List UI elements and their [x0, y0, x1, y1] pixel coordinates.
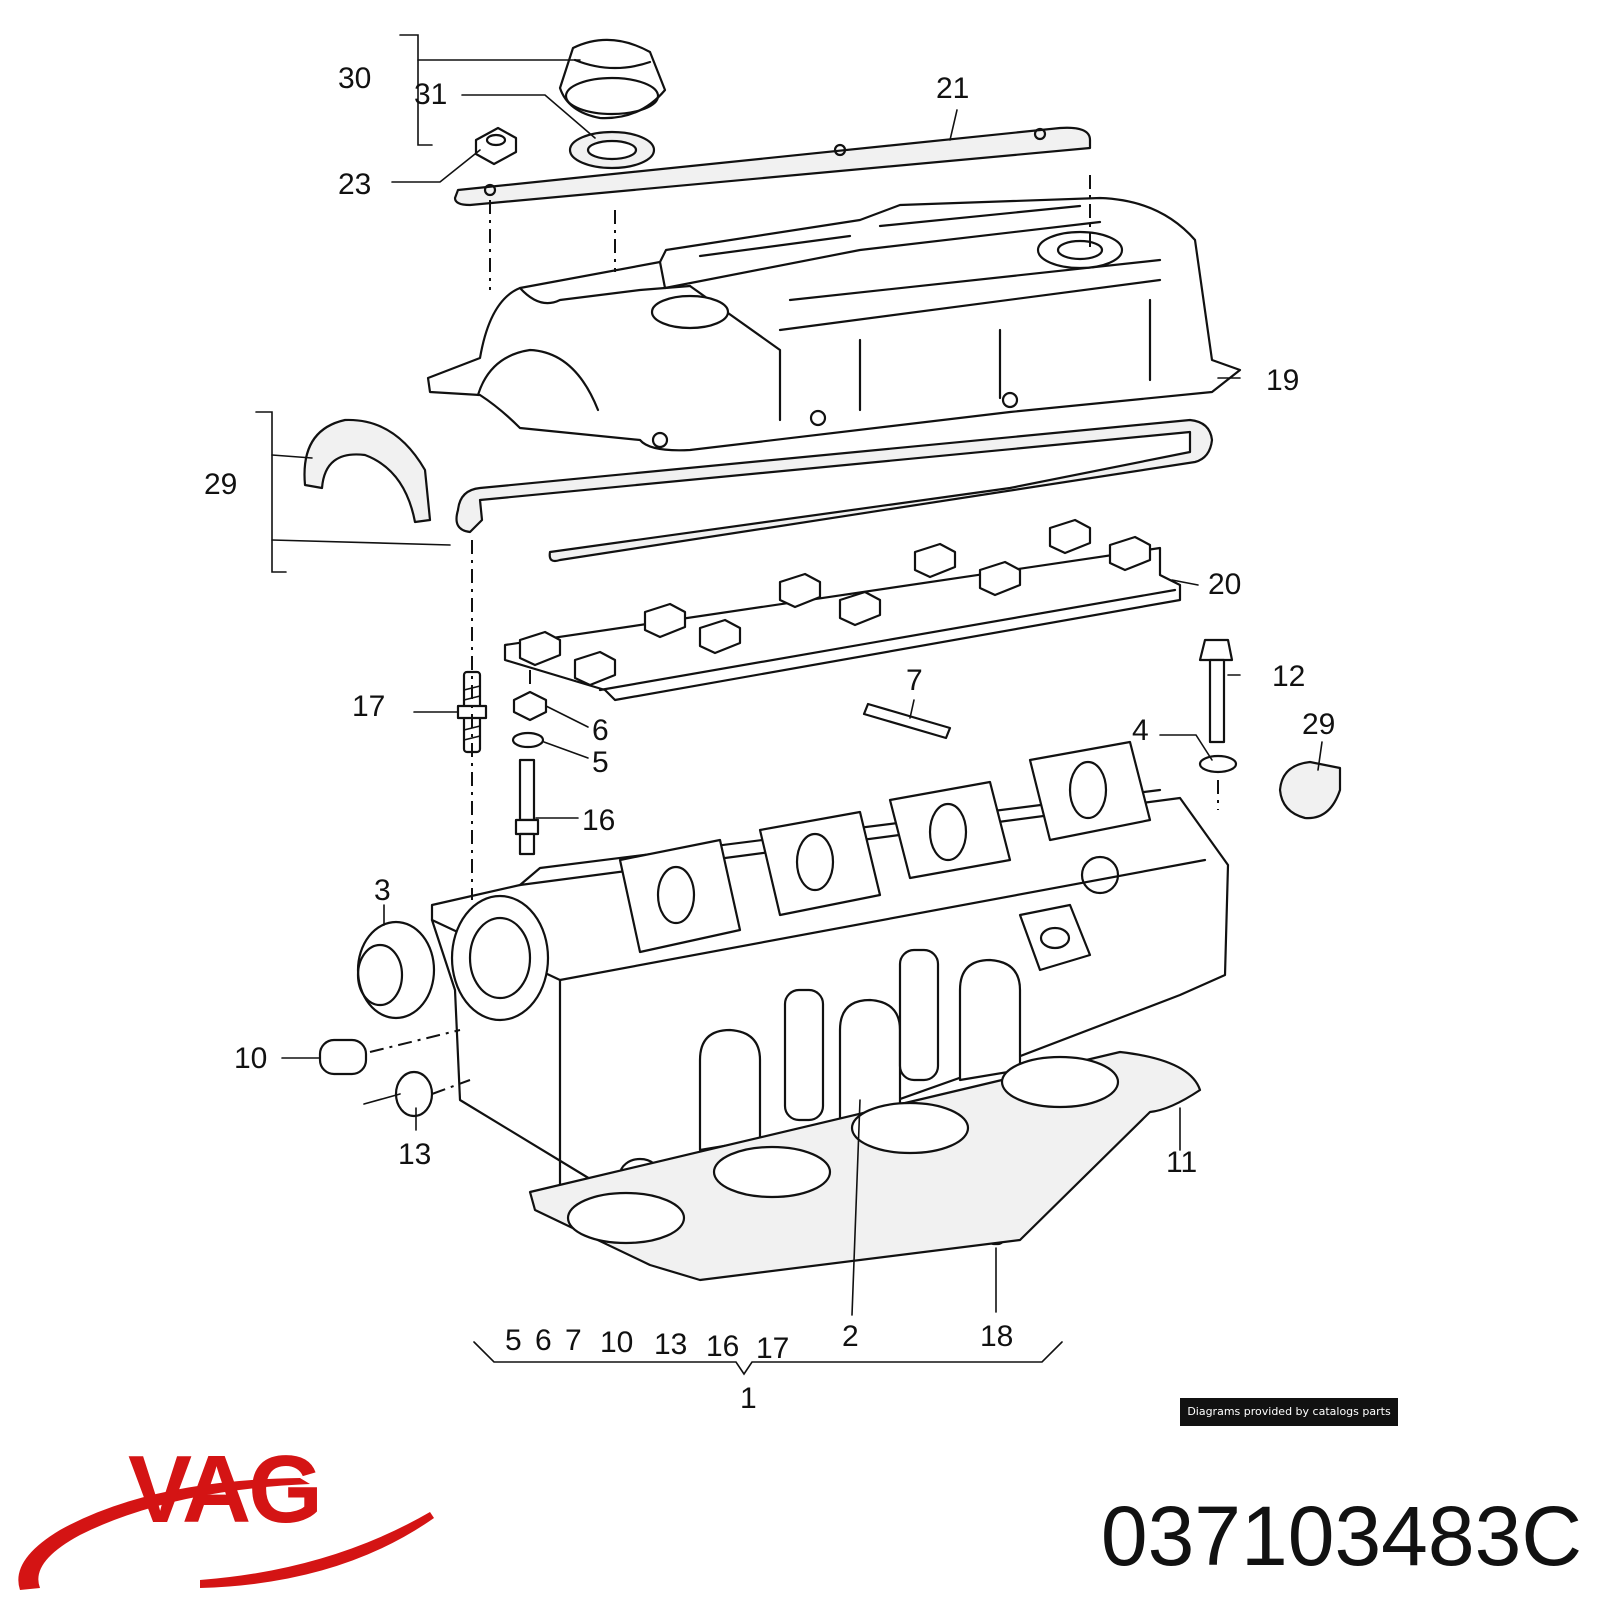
cylinder-head — [430, 740, 1230, 1193]
callout-1: 1 — [740, 1382, 757, 1415]
valve-cover-gasket — [455, 418, 1214, 563]
kit-item: 7 — [565, 1324, 582, 1357]
stud-7 — [862, 702, 952, 740]
bolt-12 — [1198, 638, 1234, 744]
callout-10: 10 — [234, 1042, 267, 1075]
shaft-seal-3 — [356, 920, 436, 1020]
callout-4: 4 — [1132, 714, 1149, 747]
callout-3: 3 — [374, 874, 391, 907]
kit-item: 6 — [535, 1324, 552, 1357]
head-gasket — [528, 1050, 1202, 1282]
half-moon-seal-left — [303, 418, 432, 524]
callout-20: 20 — [1208, 568, 1241, 601]
kit-item: 13 — [654, 1328, 687, 1361]
callout-17: 17 — [352, 690, 385, 723]
washer-4 — [1198, 754, 1238, 774]
stud-16 — [514, 758, 540, 856]
callout-7: 7 — [906, 664, 923, 697]
gasket-21 — [453, 126, 1092, 207]
plug-10 — [318, 1038, 368, 1076]
callout-2: 2 — [842, 1320, 859, 1353]
callout-30: 30 — [338, 62, 371, 95]
callout-18: 18 — [980, 1320, 1013, 1353]
nut-23 — [474, 126, 518, 166]
plug-13 — [394, 1070, 434, 1118]
kit-item: 17 — [756, 1332, 789, 1365]
callout-19: 19 — [1266, 364, 1299, 397]
kit-item: 16 — [706, 1330, 739, 1363]
callout-29-top: 29 — [204, 468, 237, 501]
washer-5 — [511, 731, 545, 749]
callout-13: 13 — [398, 1138, 431, 1171]
half-moon-seal-right — [1278, 760, 1342, 820]
oil-filler-cap — [558, 38, 667, 120]
kit-item: 10 — [600, 1326, 633, 1359]
nut-6 — [512, 690, 548, 722]
valve-cover — [426, 196, 1242, 452]
bearing-bridge — [503, 518, 1182, 702]
callout-21: 21 — [936, 72, 969, 105]
diagram-credit-label: Diagrams provided by catalogs parts — [1180, 1398, 1398, 1426]
callout-31: 31 — [414, 78, 447, 111]
kit-item: 5 — [505, 1324, 522, 1357]
stud-17 — [456, 670, 488, 754]
callout-5: 5 — [592, 746, 609, 779]
callout-23: 23 — [338, 168, 371, 201]
callout-16: 16 — [582, 804, 615, 837]
vag-logo — [18, 1478, 434, 1590]
oil-filler-seal — [568, 130, 656, 170]
callout-29-right: 29 — [1302, 708, 1335, 741]
part-number: 037103483C — [1100, 1489, 1582, 1583]
callout-12: 12 — [1272, 660, 1305, 693]
brand-wordmark: VAG — [128, 1436, 323, 1543]
callout-6: 6 — [592, 714, 609, 747]
callout-11: 11 — [1166, 1146, 1197, 1179]
